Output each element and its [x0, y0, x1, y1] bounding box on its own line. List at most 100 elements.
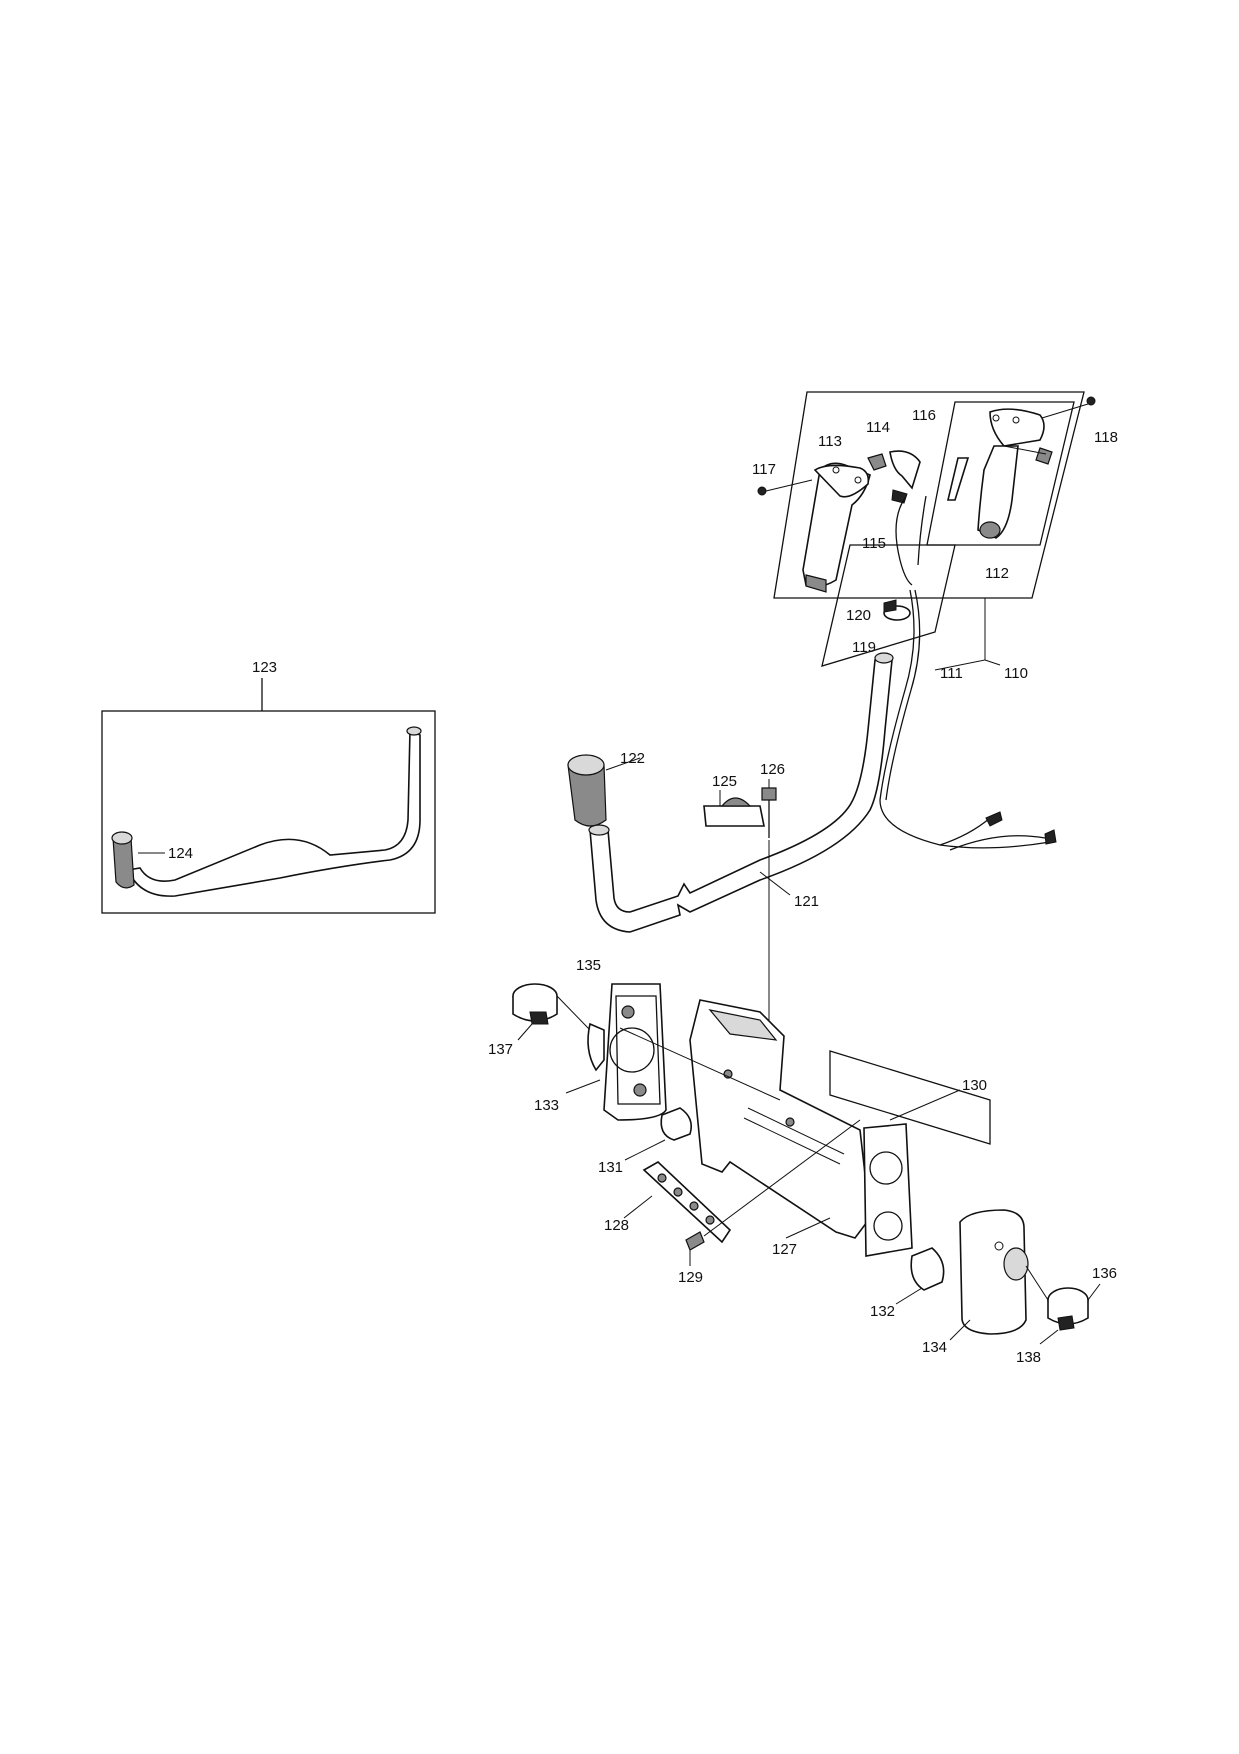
- label-114: 114: [866, 419, 890, 436]
- plate-133: [603, 983, 667, 1121]
- cable-111: [885, 589, 921, 801]
- part-labels: 110 111 112 113 114 115 116 117 118 119 …: [168, 407, 1118, 1366]
- label-130: 130: [962, 1077, 987, 1094]
- bracket-127-slot: [743, 1117, 841, 1165]
- plate-130: [829, 1050, 991, 1145]
- label-117: 117: [752, 461, 776, 478]
- label-116: 116: [912, 407, 936, 424]
- label-113: 113: [818, 433, 842, 450]
- wire: [917, 495, 927, 566]
- wire: [895, 497, 913, 586]
- axis-line: [703, 1119, 861, 1237]
- label-132: 132: [870, 1303, 895, 1320]
- cap-134-hole: [994, 1241, 1004, 1251]
- label-118: 118: [1094, 429, 1118, 446]
- cap-134-boss: [1003, 1247, 1029, 1281]
- plate-133-hole: [609, 1027, 655, 1073]
- handle-half-113-end: [805, 574, 827, 593]
- control-handle-group: [757, 391, 1096, 851]
- label-111: 111: [940, 665, 963, 682]
- leader-136: [1087, 1283, 1101, 1301]
- leader-128: [623, 1195, 653, 1219]
- leader-110: [984, 659, 1001, 666]
- handle-half-112-end: [979, 521, 1001, 539]
- screw-120: [883, 599, 897, 613]
- leader-130: [889, 1089, 961, 1121]
- axis-line: [1025, 1265, 1049, 1301]
- screw-hole: [992, 414, 1000, 422]
- leader-132: [895, 1287, 923, 1305]
- lever-116: [889, 450, 921, 490]
- strip-128-hole: [689, 1201, 699, 1211]
- label-129: 129: [678, 1269, 703, 1286]
- label-121: 121: [794, 893, 819, 910]
- plate-right-hole: [873, 1211, 903, 1241]
- cable-end: [949, 835, 1046, 851]
- plate-133-boss: [621, 1005, 635, 1019]
- bracket-group: [512, 983, 1101, 1345]
- screw-138: [1057, 1315, 1075, 1331]
- leader-127: [785, 1217, 831, 1239]
- label-135: 135: [576, 957, 601, 974]
- main-bar-121: [589, 659, 893, 933]
- label-125: 125: [712, 773, 737, 790]
- screw-hole: [854, 476, 862, 484]
- grip-122: [567, 764, 607, 827]
- screw-129: [685, 1231, 705, 1251]
- clamp-125-arc: [720, 797, 752, 807]
- label-126: 126: [760, 761, 785, 778]
- inset-frame: [101, 710, 436, 914]
- screw-118: [1086, 396, 1096, 406]
- bolt-126-head: [761, 787, 777, 801]
- leader-118: [1041, 403, 1089, 419]
- bracket-127-slot: [747, 1107, 845, 1155]
- screw-117: [757, 486, 767, 496]
- leader-117: [765, 479, 813, 492]
- frame-110: [773, 391, 1085, 599]
- plate-right: [863, 1123, 913, 1257]
- label-128: 128: [604, 1217, 629, 1234]
- leader-138: [1039, 1329, 1059, 1345]
- part-knob: [1035, 447, 1053, 465]
- handle-half-113-top: [813, 464, 870, 498]
- label-119: 119: [852, 639, 876, 656]
- label-112: 112: [985, 565, 1009, 582]
- strip-128: [642, 1161, 732, 1244]
- plate-133-inner: [615, 995, 661, 1105]
- handle-half-112: [977, 445, 1019, 539]
- cap-134: [959, 1209, 1027, 1335]
- bracket-127-top: [708, 1009, 778, 1041]
- handle-bar-123: [126, 728, 421, 897]
- label-131: 131: [598, 1159, 623, 1176]
- main-bar-group: [567, 652, 894, 1036]
- cable-111: [879, 589, 1051, 849]
- plate-133-boss: [633, 1083, 647, 1097]
- leader-137: [517, 1023, 533, 1041]
- label-122: 122: [620, 750, 645, 767]
- cable-end: [939, 817, 991, 846]
- leader-internal: [1003, 445, 1047, 455]
- plate-right-hole: [869, 1151, 903, 1185]
- frame-112: [926, 401, 1075, 546]
- axis-line: [619, 1027, 781, 1101]
- connector: [985, 811, 1003, 827]
- bracket-127-hole: [785, 1117, 795, 1127]
- bar-end: [406, 726, 422, 736]
- screw-hole: [832, 466, 840, 474]
- strip-128-hole: [673, 1187, 683, 1197]
- label-124: 124: [168, 845, 193, 862]
- strip-128-hole: [705, 1215, 715, 1225]
- leader-122: [605, 757, 641, 771]
- bracket-127: [689, 999, 871, 1239]
- label-115: 115: [862, 535, 886, 552]
- label-134: 134: [922, 1339, 947, 1356]
- label-123: 123: [252, 659, 277, 676]
- plate-133-side: [587, 1022, 605, 1072]
- damper-132: [910, 1247, 945, 1291]
- part-114: [867, 453, 887, 471]
- strip-128-hole: [657, 1173, 667, 1183]
- label-120: 120: [846, 607, 871, 624]
- label-127: 127: [772, 1241, 797, 1258]
- connector: [1044, 829, 1057, 845]
